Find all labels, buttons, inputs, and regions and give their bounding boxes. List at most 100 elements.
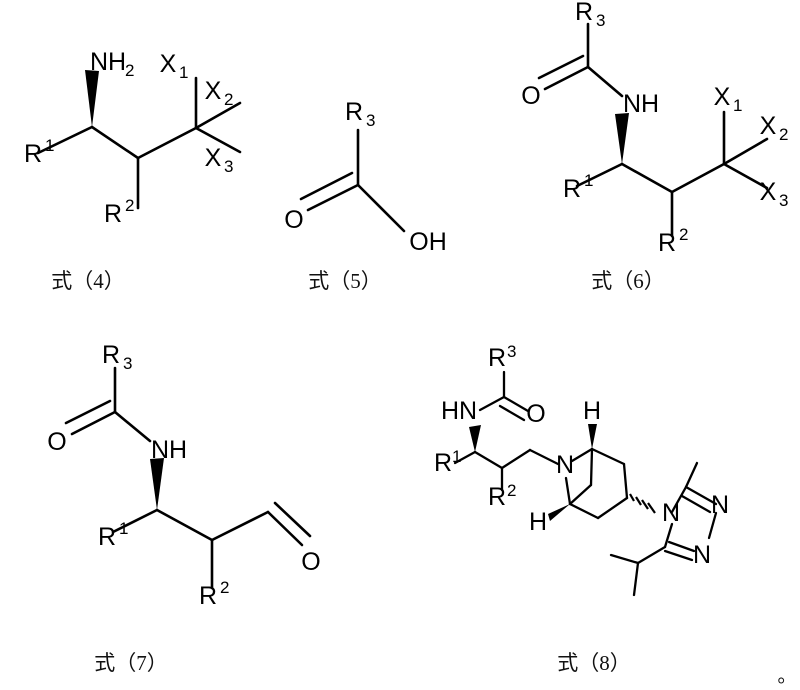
label-f4-r1: R [24,140,42,168]
structure-formula-4: R 1 NH 2 R 2 X 1 X 2 X 3 [24,48,242,228]
structure-formula-5: R 3 O OH [284,98,446,256]
bond-r1-calpha [36,125,94,155]
bond-f8-ipr-me1 [609,553,640,565]
bond-f7-c-nh [113,410,152,443]
label-f7-r1-superscript: 1 [119,519,128,538]
bond-f8-c5t-methyl [684,461,699,489]
label-f4-amine-subscript: 2 [125,61,134,80]
bond-f8-calpha-cbeta [473,450,504,470]
label-f8-r3: R [488,344,506,372]
label-f6-r1-superscript: 1 [584,171,593,190]
wedge-f8-c1-h [588,424,597,449]
bond-f5-co-b [299,171,354,201]
label-f7-r2: R [199,582,217,610]
caption-formula-5: 式（5） [308,269,382,293]
label-f6-x1-subscript: 1 [733,96,742,115]
label-f6-x2: X [760,112,777,140]
bond-f6-cq-x2 [722,137,769,166]
label-f7-aldehyde-o: O [301,548,320,576]
bond-f8-c3-c4 [596,496,629,520]
bond-f7-co-a [70,410,117,436]
label-f7-amide-nh: NH [151,436,187,464]
bond-f7-cho-o-b [273,501,312,538]
bond-f6-calpha-r1 [575,162,624,188]
label-f5-carbonyl-o: O [284,206,303,234]
bond-f7-cho-o-a [266,510,304,547]
bond-f7-co-b [64,399,112,425]
label-f6-x3-subscript: 3 [779,191,788,210]
bond-cq-x2 [194,101,242,130]
bond-f8-c1-c7 [589,447,594,487]
label-f8-bridgehead-h-top: H [583,397,601,425]
bond-f6-cq-x3 [722,162,769,190]
bond-f6-calpha-cbeta [620,162,674,194]
label-f5-r3-subscript: 3 [366,111,375,130]
wedge-f8-hn-calpha [469,425,481,452]
bond-f8-c2-c3 [622,462,629,500]
bond-f8-c5t-n3-b [680,494,712,514]
bond-f8-co-a [502,395,530,413]
bond-f8-n-c5 [564,476,572,506]
bond-cq-x3 [194,126,242,154]
bond-f7-cbeta-cho [210,510,270,542]
bond-f7-calpha-r1 [111,508,159,534]
label-f4-x1-subscript: 1 [179,63,188,82]
caption-formula-6: 式（6） [591,269,665,293]
bond-f6-co-a [543,65,590,91]
label-f8-r2-superscript: 2 [507,481,516,500]
label-f8-r1: R [434,449,452,477]
label-f6-r2: R [658,229,676,257]
trailing-period: 。 [777,666,796,687]
label-f4-r2: R [104,200,122,228]
bond-f8-ipr-me2 [632,561,640,597]
label-f6-r2-superscript: 2 [679,225,688,244]
label-f8-bridgehead-h-bottom: H [529,508,547,536]
bond-f6-cbeta-cq [670,162,726,194]
label-f6-x1: X [714,83,731,111]
bond-f8-c5t-n3-a [684,485,718,506]
bond-f8-n2-c3t-b [663,549,694,562]
bond-f7-calpha-cbeta [155,508,214,542]
caption-formula-8: 式（8） [557,651,631,675]
wedge-f6-nh-calpha [615,113,629,164]
label-f5-hydroxyl: OH [409,228,447,256]
bond-f8-c4-c5 [568,502,600,520]
label-f8-r3-superscript: 3 [507,342,516,361]
bond-f8-c3t-n4 [663,522,674,549]
label-f8-r2: R [488,483,506,511]
label-f6-r3-subscript: 3 [596,11,605,30]
caption-formula-4: 式（4） [51,269,125,293]
label-f6-r3: R [575,0,593,26]
label-f8-bridge-n: N [556,451,574,479]
label-f7-carbonyl-o: O [47,428,66,456]
label-f4-x2: X [205,77,222,105]
caption-formula-7: 式（7） [94,651,168,675]
wedge-f7-nh-calpha [150,458,164,510]
label-f5-r3: R [345,98,363,126]
bond-f8-cbeta-ch2 [500,448,532,470]
label-f4-x3: X [205,144,222,172]
label-f4-x2-subscript: 2 [224,90,233,109]
bond-cbeta-cq [136,126,198,160]
label-f8-carbonyl-o: O [526,400,545,428]
label-f6-amide-nh: NH [623,90,659,118]
label-f6-carbonyl-o: O [521,82,540,110]
bond-f8-calpha-r1 [453,450,477,465]
label-f4-x1: X [160,50,177,78]
label-f6-r1: R [563,175,581,203]
structure-formula-7: R 3 O NH R 1 R 2 O [47,341,320,610]
wedge-calpha-nh2 [85,70,99,127]
bond-f6-co-b [537,54,585,80]
label-f7-r3: R [102,341,120,369]
bond-f8-c1-c2 [590,447,626,466]
label-f4-amine: NH [90,48,126,76]
bond-f8-n4-c5t [670,485,688,514]
structure-formula-6: R 3 O NH R 1 R 2 X 1 X 2 X 3 [521,0,788,257]
label-f8-triazole-n2: N [693,541,711,569]
wedge-f8-c5-h [548,504,570,521]
bond-f8-c3t-ipr [636,545,667,565]
label-f6-x2-subscript: 2 [779,125,788,144]
label-f6-x3: X [760,178,777,206]
